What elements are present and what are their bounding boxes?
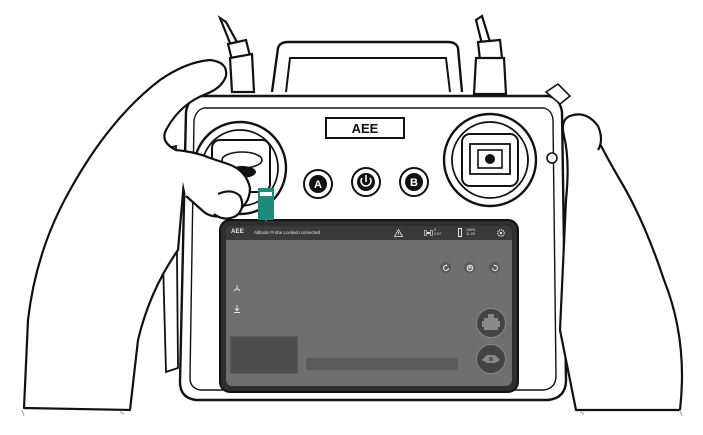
svg-text:B: B: [410, 177, 418, 189]
minimap-panel[interactable]: [230, 336, 298, 374]
battery-percent: 100%: [466, 228, 476, 232]
satellite-count: 0: [434, 228, 436, 232]
battery-icon: [458, 228, 462, 237]
refresh-icon: [442, 263, 449, 271]
map-view-toggle[interactable]: [476, 344, 506, 374]
left-antenna: [217, 15, 256, 94]
rotate-icon: [491, 263, 498, 271]
power-icon: [360, 175, 372, 187]
left-hand: [22, 58, 252, 412]
svg-text:A: A: [314, 179, 322, 191]
status-message: Altitude Probe Locked connected: [254, 230, 321, 235]
landing-icon: [234, 305, 240, 313]
camera-view-icon: [482, 314, 500, 330]
bottom-info-bar: [306, 358, 458, 370]
satellite-sub: 0.07: [434, 232, 441, 236]
carry-handle: [270, 40, 464, 93]
controller-screen: AEE Altitude Probe Locked connected 0 0.…: [226, 226, 512, 386]
takeoff-icon: [233, 285, 241, 292]
return-home-icon: [466, 264, 473, 271]
logo-plate: AEE: [325, 117, 405, 139]
bottom-marks: [21, 409, 683, 417]
refresh-button[interactable]: [440, 262, 451, 273]
screen-brand: AEE: [231, 229, 244, 235]
highlight-marker: [258, 188, 274, 222]
warning-icon[interactable]: [394, 229, 403, 237]
power-button[interactable]: [351, 167, 381, 197]
battery-readout: 100% 11.2V: [466, 228, 475, 236]
takeoff-button[interactable]: [232, 284, 242, 296]
map-view-icon: [482, 355, 500, 363]
b-button[interactable]: B: [399, 167, 429, 197]
satellite-icon: [424, 230, 433, 236]
a-button[interactable]: A: [303, 169, 333, 199]
return-home-button[interactable]: [464, 262, 475, 273]
right-antenna: [472, 14, 508, 96]
status-bar: AEE Altitude Probe Locked connected 0 0.…: [226, 226, 512, 240]
camera-view-toggle[interactable]: [476, 308, 506, 338]
svg-text:AEE: AEE: [352, 121, 379, 136]
right-hand: [558, 113, 684, 412]
landing-button[interactable]: [232, 304, 242, 316]
satellite-readout: 0 0.07: [434, 228, 441, 236]
gear-icon[interactable]: [496, 228, 506, 238]
rotate-button[interactable]: [489, 262, 500, 273]
right-joystick[interactable]: [442, 112, 538, 208]
battery-voltage: 11.2V: [466, 232, 476, 236]
